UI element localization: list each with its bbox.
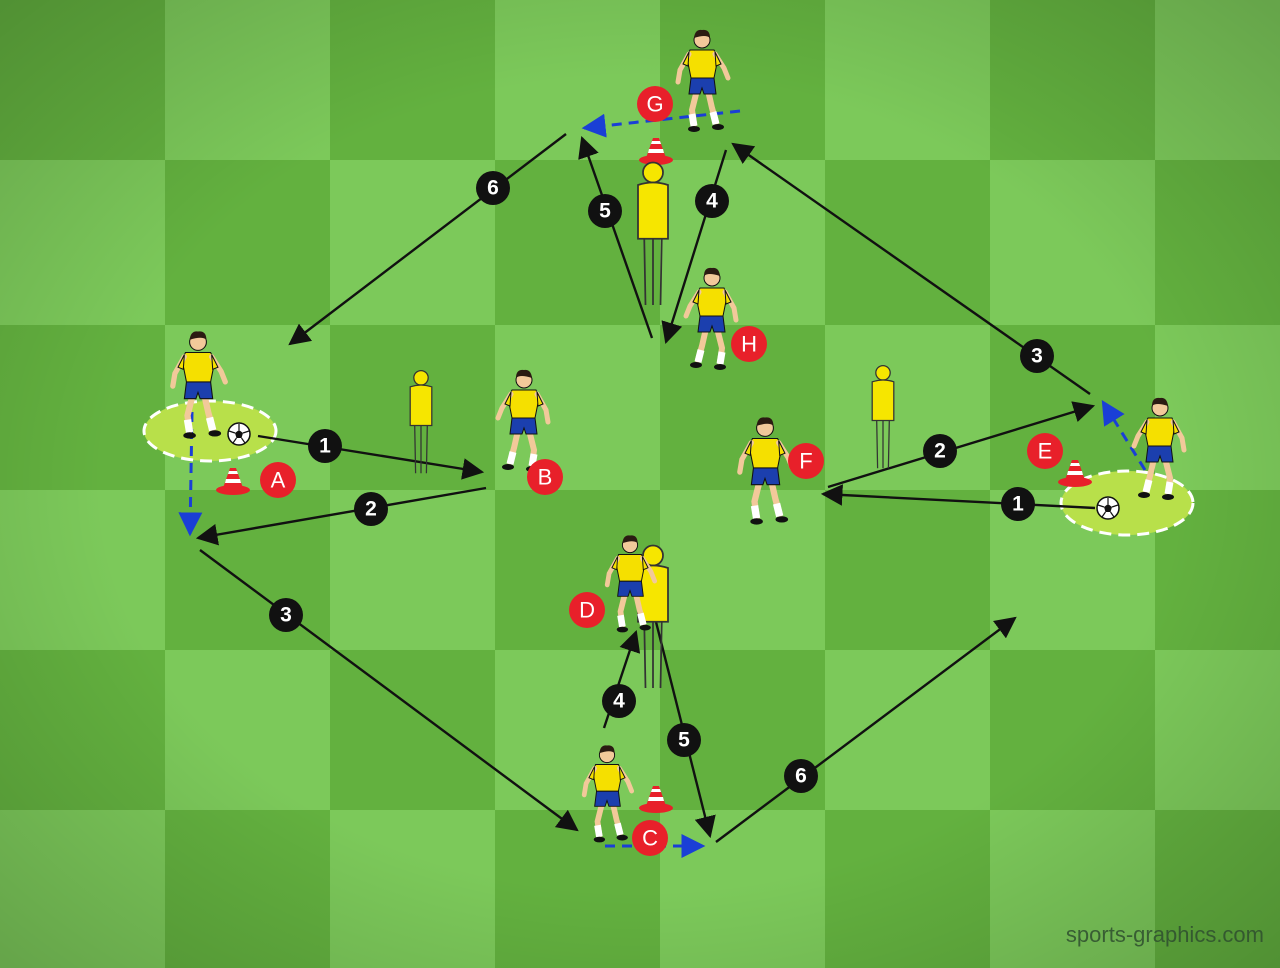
- step-badge: 4: [695, 184, 729, 218]
- svg-text:2: 2: [365, 498, 377, 521]
- balls: [227, 422, 1120, 520]
- player-e: [1131, 397, 1187, 500]
- ball-icon: [227, 422, 251, 446]
- player-a: [170, 331, 228, 439]
- pass-arrows: [195, 133, 1096, 843]
- svg-text:F: F: [799, 449, 812, 474]
- step-badge: 1: [1001, 487, 1035, 521]
- cones: [216, 138, 1092, 813]
- svg-text:G: G: [646, 92, 663, 117]
- arrow-left-1: [257, 434, 485, 480]
- step-badge: 3: [1020, 339, 1054, 373]
- player-badge-g: G: [637, 86, 673, 122]
- step-badge: 3: [269, 598, 303, 632]
- svg-text:2: 2: [934, 440, 946, 463]
- svg-text:5: 5: [678, 729, 690, 752]
- step-badge: 5: [588, 194, 622, 228]
- svg-text:E: E: [1038, 439, 1053, 464]
- arrow-left-2: [195, 486, 487, 546]
- run-e: [1101, 399, 1147, 471]
- mannequin: [409, 369, 433, 474]
- players: [170, 29, 1187, 843]
- arrow-bottom-6: [715, 616, 1017, 843]
- cone-icon: [639, 786, 673, 813]
- svg-text:6: 6: [795, 765, 807, 788]
- svg-text:3: 3: [280, 604, 292, 627]
- player-badge-b: B: [527, 459, 563, 495]
- player-badge-f: F: [788, 443, 824, 479]
- player-badges: A B C D E F G H: [260, 86, 1063, 856]
- player-badge-a: A: [260, 462, 296, 498]
- svg-text:B: B: [538, 465, 553, 490]
- watermark: sports-graphics.com: [1066, 922, 1264, 947]
- mannequin: [871, 364, 895, 469]
- cone-icon: [1058, 460, 1092, 487]
- player-g: [675, 29, 731, 132]
- mannequin: [637, 161, 669, 306]
- step-badge: 1: [308, 429, 342, 463]
- step-badge: 6: [784, 759, 818, 793]
- svg-text:6: 6: [487, 177, 499, 200]
- player-h: [683, 267, 739, 370]
- svg-text:4: 4: [706, 190, 718, 213]
- start-zone-right: [1059, 469, 1195, 537]
- svg-text:4: 4: [613, 690, 625, 713]
- ball-icon: [1096, 496, 1120, 520]
- svg-text:1: 1: [1012, 493, 1024, 516]
- cone-icon: [639, 138, 673, 165]
- step-badge: 2: [354, 492, 388, 526]
- step-badge: 5: [667, 723, 701, 757]
- cone-icon: [216, 468, 250, 495]
- player-c: [581, 745, 635, 843]
- start-zone-left: [142, 399, 278, 463]
- player-badge-c: C: [632, 820, 668, 856]
- svg-text:1: 1: [319, 435, 331, 458]
- mannequins: [409, 161, 895, 689]
- arrow-right-2: [827, 401, 1096, 489]
- player-f: [737, 417, 795, 525]
- svg-text:D: D: [579, 598, 595, 623]
- player-badge-d: D: [569, 592, 605, 628]
- arrow-right-1: [820, 484, 1096, 510]
- svg-text:C: C: [642, 826, 658, 851]
- arrow-top-4: [661, 149, 728, 345]
- arrow-top-5: [578, 135, 654, 339]
- step-badge: 4: [602, 684, 636, 718]
- arrow-top-6: [288, 133, 567, 346]
- player-d: [604, 535, 658, 633]
- player-badge-h: H: [731, 326, 767, 362]
- step-badge: 2: [923, 434, 957, 468]
- player-badge-e: E: [1027, 433, 1063, 469]
- step-badges: 1 2 3 4 5 6 1 2 3 4 5 6: [269, 171, 1054, 793]
- svg-text:3: 3: [1031, 345, 1043, 368]
- step-badge: 6: [476, 171, 510, 205]
- svg-text:5: 5: [599, 200, 611, 223]
- svg-text:H: H: [741, 332, 757, 357]
- arrow-left-3: [199, 549, 579, 832]
- svg-text:A: A: [271, 468, 286, 493]
